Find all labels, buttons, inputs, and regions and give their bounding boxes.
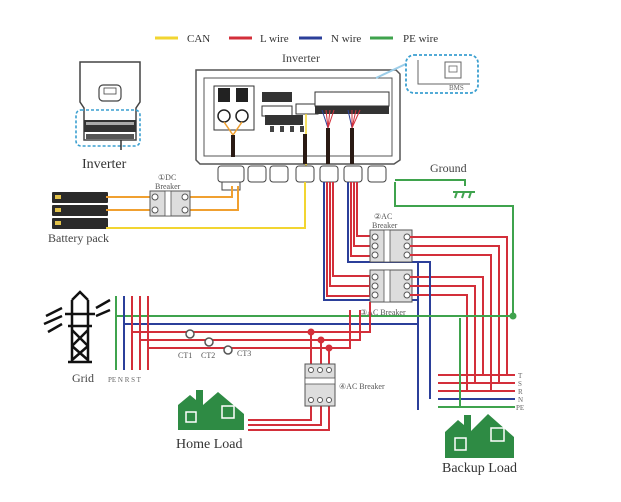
ground-icon: [453, 191, 475, 199]
backup-load-house-icon: [445, 414, 514, 458]
legend-label-l-wire: L wire: [260, 33, 289, 45]
inverter-side-label: Inverter: [82, 157, 127, 172]
inverter-top-label: Inverter: [282, 51, 320, 65]
legend-item-l-wire: L wire: [229, 33, 289, 45]
ac-breaker-2: ②AC Breaker: [369, 212, 413, 263]
ct2-label: CT2: [201, 351, 215, 360]
dc-breaker-label-2: Breaker: [155, 182, 181, 191]
home-load-label: Home Load: [176, 437, 242, 452]
terminal-n: N: [518, 396, 523, 404]
dc-breaker-label-1: ①DC: [158, 173, 176, 182]
can-cable: [106, 182, 306, 229]
ac-breaker-3: ③AC Breaker: [360, 269, 413, 317]
ground: Ground: [394, 161, 514, 318]
ct-sensors: CT1 CT2 CT3: [178, 329, 251, 360]
legend-label-n-wire: N wire: [331, 33, 361, 45]
legend-label-pe-wire: PE wire: [403, 33, 438, 45]
rj45-port-callout: BMS: [405, 54, 479, 94]
backup-bus: [418, 261, 515, 408]
ct3-label: CT3: [237, 349, 251, 358]
battery-pack: Battery pack: [48, 192, 109, 245]
terminal-pe: PE: [516, 404, 524, 412]
ct3-icon: [223, 345, 233, 355]
ground-label: Ground: [430, 161, 467, 175]
legend: CAN L wire N wire PE wire: [155, 33, 438, 45]
backup-load-label: Backup Load: [442, 461, 517, 476]
grid-terminals-label: PE N R S T: [108, 376, 142, 384]
ac-breaker-4: ④AC Breaker: [248, 328, 385, 431]
ac-breaker-2-label-1: ②AC: [374, 212, 392, 221]
backup-terminal-labels: T S R N PE: [516, 372, 524, 412]
highlight-box: [75, 109, 141, 147]
dc-breaker: ①DC Breaker: [149, 173, 191, 217]
legend-item-n-wire: N wire: [299, 33, 361, 45]
grid-label: Grid: [72, 371, 94, 385]
ct2-icon: [204, 337, 214, 347]
legend-item-pe-wire: PE wire: [370, 33, 438, 45]
inverter-thumbnail: Inverter: [75, 61, 141, 172]
rj45-port-label: BMS: [449, 84, 464, 92]
grid-tower-icon: [43, 290, 111, 364]
legend-item-can: CAN: [155, 33, 210, 45]
backup-cables: [410, 236, 508, 391]
ac-breaker-3-label: ③AC Breaker: [360, 308, 406, 317]
ct1-icon: [185, 329, 195, 339]
home-load-house-icon: [178, 390, 244, 430]
terminal-t: T: [518, 372, 523, 380]
grid-bus: [115, 296, 513, 370]
ac-breaker-4-label: ④AC Breaker: [339, 382, 385, 391]
legend-label-can: CAN: [187, 33, 210, 45]
pe-junction: [509, 312, 517, 320]
ct1-label: CT1: [178, 351, 192, 360]
ac-breaker-2-label-2: Breaker: [372, 221, 398, 230]
inverter-wiring-box: Inverter: [195, 51, 411, 191]
terminal-r: R: [518, 388, 523, 396]
battery-pack-label: Battery pack: [48, 231, 109, 245]
dc-cables: [106, 186, 239, 211]
terminal-s: S: [518, 380, 522, 388]
